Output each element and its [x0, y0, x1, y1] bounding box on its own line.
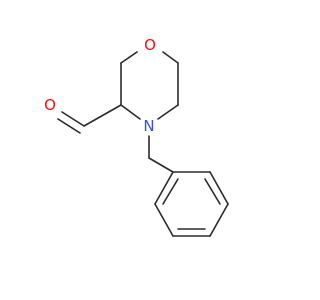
- structure-canvas: O N O: [44, 36, 229, 237]
- bond-ch2-phenyl: [148, 157, 174, 173]
- bond-ph-3-4: [209, 203, 229, 237]
- bond-ph-inner-2-3: [204, 178, 221, 205]
- bond-c5-n4: [157, 104, 179, 120]
- molecule-diagram: O N O: [44, 36, 229, 237]
- atom-nitrogen: N: [143, 117, 154, 135]
- bond-ph-6-1: [154, 171, 174, 205]
- bond-n4-c3: [120, 104, 141, 120]
- bond-ph-inner-6-1: [162, 178, 179, 205]
- bond-ph-5-6: [154, 203, 174, 237]
- bond-cho-o-b: [57, 118, 81, 134]
- bond-cho-o-a: [61, 111, 85, 127]
- bond-c2-o1: [120, 51, 138, 64]
- atom-ring-oxygen: O: [144, 36, 156, 54]
- bond-ph-2-3: [209, 171, 229, 205]
- atom-aldehyde-oxygen: O: [44, 96, 56, 114]
- bond-c3-cho: [83, 104, 122, 127]
- bond-o1-c6: [162, 51, 179, 64]
